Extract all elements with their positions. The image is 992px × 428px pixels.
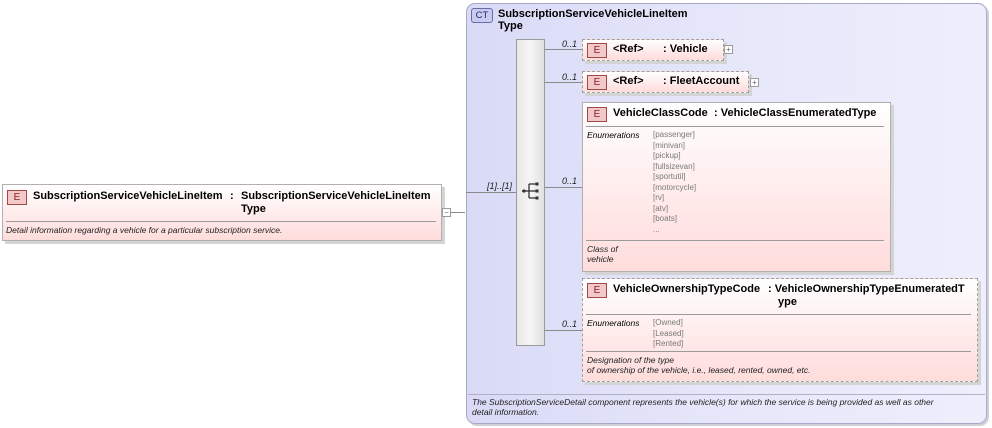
complex-type-title-line1: SubscriptionServiceVehicleLineItem: [498, 8, 688, 20]
element-ownershiptypecode-enum-list: [Owned] [Leased] [Rented]: [653, 318, 684, 350]
element-ownershiptypecode-enum-label: Enumerations: [587, 318, 640, 328]
element-fleetaccount-ref: <Ref>: [613, 75, 644, 87]
element-vehicle-badge: E: [587, 43, 607, 58]
complex-type-doc-line2: detail information.: [472, 407, 540, 417]
element-ownershiptypecode-badge: E: [587, 283, 607, 298]
enum-value: [atv]: [653, 203, 669, 213]
sequence-cardinality: [1]..[1]: [487, 181, 513, 191]
cardinality-ownershiptypecode: 0..1: [562, 319, 578, 329]
element-vehicle[interactable]: [582, 39, 724, 61]
element-vehicleclasscode-enum-label: Enumerations: [587, 130, 640, 140]
complex-type-doc-line1: The SubscriptionServiceDetail component …: [472, 397, 934, 407]
cardinality-fleetaccount: 0..1: [562, 72, 578, 82]
enum-value: [Owned]: [653, 318, 683, 327]
element-ownershiptypecode-doc-line2: of ownership of the vehicle, i.e., lease…: [587, 365, 811, 375]
expand-plus-icon[interactable]: +: [750, 78, 759, 87]
enum-value: ...: [653, 224, 660, 234]
collapse-minus-icon[interactable]: −: [442, 208, 451, 217]
root-element-divider: [6, 221, 436, 222]
element-vehicleclasscode-doc-line1: Class of: [587, 244, 618, 254]
element-vehicleownershiptypecode[interactable]: [582, 278, 978, 382]
complex-type-title-line2: Type: [498, 20, 523, 32]
child-connector-vehicleclasscode: [545, 187, 582, 188]
element-vehicleclasscode-divider-top: [586, 126, 884, 127]
element-vehicleclasscode-badge: E: [587, 107, 607, 122]
element-ownershiptypecode-type-line1: : VehicleOwnershipTypeEnumeratedT: [768, 283, 965, 295]
element-fleetaccount[interactable]: [582, 71, 749, 93]
root-element-name: SubscriptionServiceVehicleLineItem: [33, 190, 223, 202]
root-element-separator: :: [230, 190, 234, 202]
element-vehicleclasscode-name: VehicleClassCode: [613, 107, 708, 119]
element-vehicleclasscode-type: : VehicleClassEnumeratedType: [714, 107, 877, 119]
expand-plus-icon[interactable]: +: [724, 45, 733, 54]
complex-type-badge: CT: [471, 8, 493, 23]
element-ownershiptypecode-divider-top: [586, 314, 971, 315]
enum-value: [motorcycle]: [653, 182, 697, 192]
ct-to-sequence-connector: [466, 192, 516, 193]
enum-value: [Leased]: [653, 328, 684, 338]
root-element-badge: E: [7, 190, 27, 205]
enum-value: [minivan]: [653, 140, 686, 150]
element-vehicleclasscode[interactable]: [582, 102, 891, 272]
element-ownershiptypecode-doc-line1: Designation of the type: [587, 355, 674, 365]
enum-value: [pickup]: [653, 151, 681, 160]
child-connector-fleetaccount: [545, 82, 582, 83]
element-fleetaccount-badge: E: [587, 75, 607, 90]
sequence-compositor-icon[interactable]: [521, 181, 543, 201]
element-vehicle-ref: <Ref>: [613, 43, 644, 55]
element-vehicleclasscode-doc-line2: vehicle: [587, 254, 614, 264]
cardinality-vehicleclasscode: 0..1: [562, 176, 578, 186]
enum-value: [passenger]: [653, 130, 695, 139]
sequence-bar: [516, 39, 545, 346]
enum-value: [Rented]: [653, 339, 684, 348]
element-ownershiptypecode-name: VehicleOwnershipTypeCode: [613, 283, 761, 295]
element-vehicleclasscode-divider-bottom: [586, 240, 884, 241]
cardinality-vehicle: 0..1: [562, 39, 578, 49]
root-element-type-line1: SubscriptionServiceVehicleLineItem: [241, 190, 431, 202]
root-element-doc: Detail information regarding a vehicle f…: [6, 225, 283, 235]
complex-type-doc-divider: [468, 394, 985, 395]
element-ownershiptypecode-type-line2: ype: [778, 296, 797, 308]
root-element-box[interactable]: [2, 184, 442, 241]
element-ownershiptypecode-divider-bottom: [586, 351, 971, 352]
root-element-type-line2: Type: [241, 203, 266, 215]
enum-value: [rv]: [653, 193, 665, 202]
child-connector-vehicle: [545, 49, 582, 50]
enum-value: [sportutil]: [653, 172, 686, 181]
child-connector-ownershiptypecode: [545, 330, 582, 331]
element-vehicle-name: : Vehicle: [663, 43, 708, 55]
root-connector: [451, 212, 465, 213]
element-vehicleclasscode-enum-list: [passenger] [minivan] [pickup] [fullsize…: [653, 130, 696, 235]
enum-value: [fullsizevan]: [653, 161, 695, 171]
element-fleetaccount-name: : FleetAccount: [663, 75, 740, 87]
enum-value: [boats]: [653, 214, 678, 223]
